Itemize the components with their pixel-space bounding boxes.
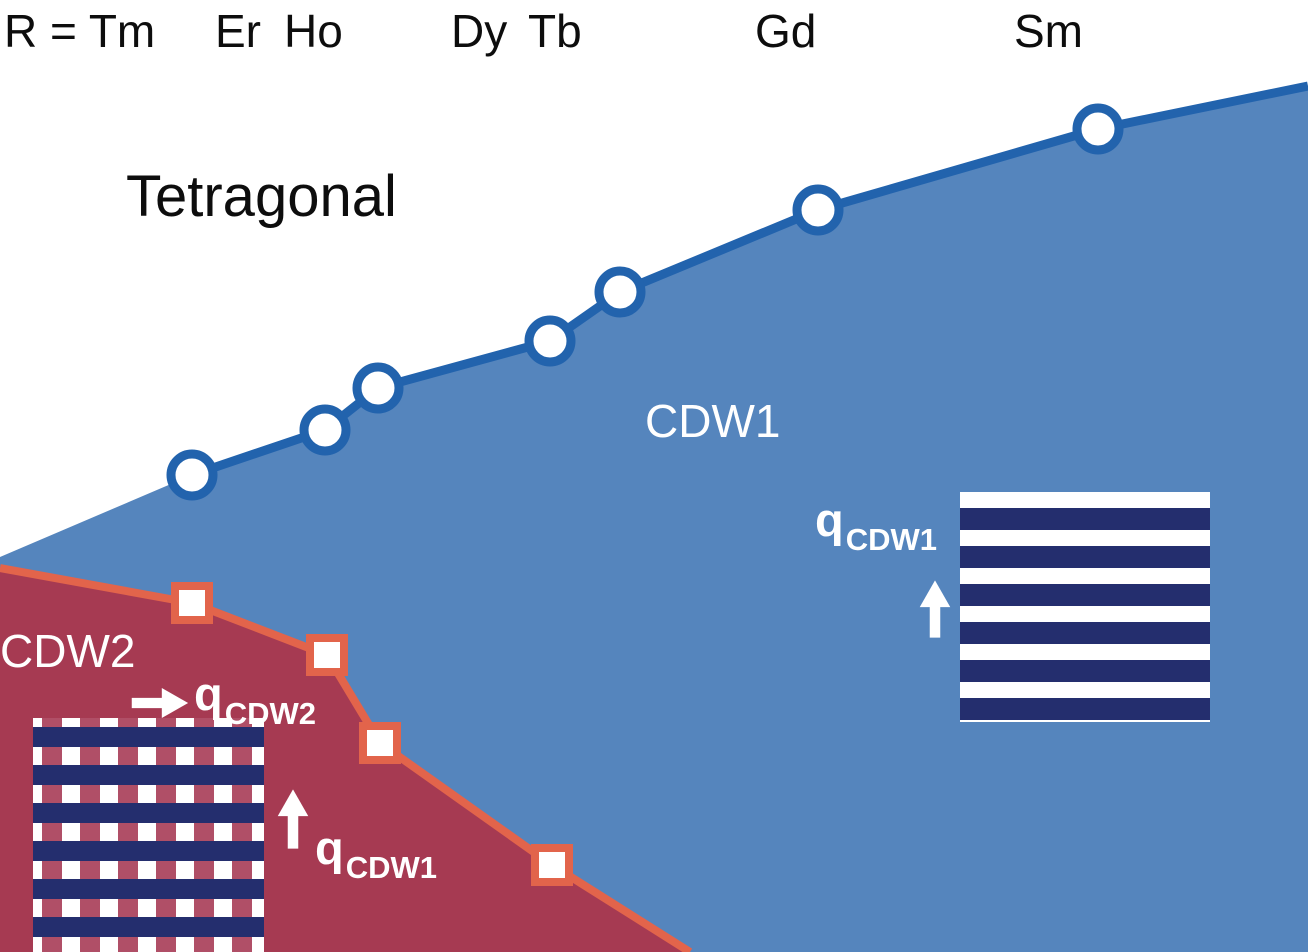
region-label-cdw2: CDW2 (0, 625, 136, 677)
cdw2-plaid-pattern-inset (33, 718, 264, 952)
cdw2-data-point (171, 582, 213, 624)
q-cdw1-lower-up-arrow-icon (277, 789, 309, 849)
cdw1-data-point (299, 404, 351, 456)
axis-label-ho: Ho (284, 5, 343, 57)
axis-label-sm: Sm (1014, 5, 1083, 57)
q-cdw2-right-arrow-icon (131, 687, 189, 719)
cdw1-data-point (792, 184, 844, 236)
cdw1-data-point (594, 266, 646, 318)
cdw1-stripe-pattern-inset (960, 492, 1210, 722)
cdw1-data-point (1072, 103, 1124, 155)
q-symbol: q (815, 493, 844, 546)
cdw2-data-point (306, 634, 348, 676)
cdw2-boundary-line (0, 564, 693, 952)
q-symbol: q (194, 667, 223, 720)
q-symbol: q (315, 821, 344, 874)
q-cdw1-up-arrow-icon (919, 580, 951, 638)
q-subscript: CDW1 (345, 850, 437, 885)
cdw1-data-point (352, 362, 404, 414)
axis-label-dy: Dy (451, 5, 508, 57)
axis-label-r-tm: R = Tm (4, 5, 156, 57)
region-label-cdw1: CDW1 (645, 395, 781, 447)
axis-label-er: Er (215, 5, 261, 57)
region-label-tetragonal: Tetragonal (126, 164, 397, 229)
q-cdw2-annotation: qCDW2 (194, 667, 316, 729)
cdw2-data-point (359, 722, 401, 764)
axis-label-gd: Gd (755, 5, 817, 57)
q-cdw1-annotation-inset: qCDW1 (815, 493, 937, 555)
q-cdw1-annotation-lower: qCDW1 (315, 821, 437, 883)
q-subscript: CDW1 (845, 522, 937, 557)
cdw1-data-point (166, 449, 218, 501)
cdw2-data-point (531, 844, 573, 886)
axis-label-tb: Tb (528, 5, 582, 57)
q-subscript: CDW2 (224, 696, 316, 731)
cdw1-data-point (524, 315, 576, 367)
